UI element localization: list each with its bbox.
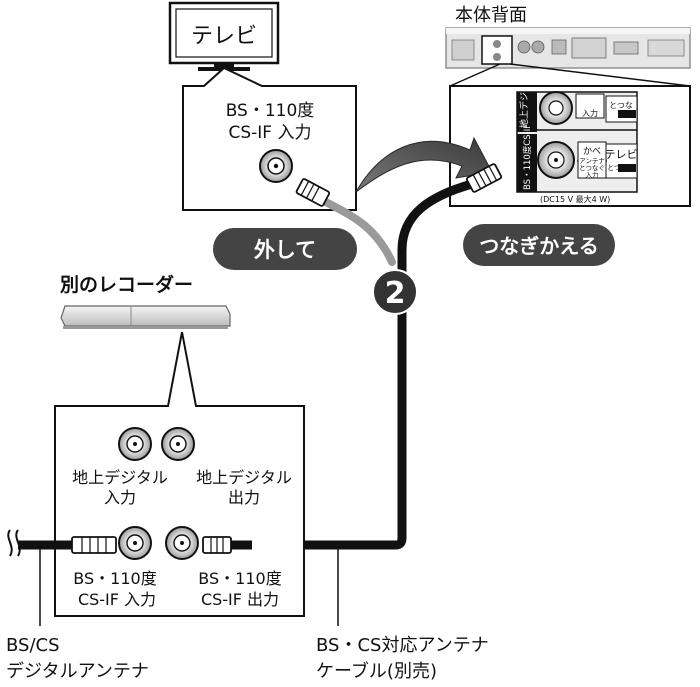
- disconnect-badge: [213, 228, 357, 270]
- main-unit-label: 本体背面: [455, 5, 527, 26]
- antenna-label-line2: デジタルアンテナ: [6, 661, 149, 682]
- tv-bs-input-jack[interactable]: [259, 149, 293, 183]
- tv-input-label-line1: BS・110度: [226, 101, 315, 121]
- main-terrestrial-jack-tag-text: 入力: [582, 108, 598, 118]
- main-terrestrial-jack-tag: [575, 93, 605, 119]
- recorder-label: 別のレコーダー: [60, 273, 193, 296]
- recorder-device: [60, 305, 231, 329]
- step-number-badge: [372, 269, 418, 315]
- main-terrestrial-jack[interactable]: [539, 91, 573, 125]
- bs-out-label-line2: CS-IF 出力: [201, 590, 279, 609]
- bs-out-label-line1: BS・110度: [198, 569, 281, 588]
- main-bs-tag-line1: かべ: [583, 146, 601, 157]
- disconnect-badge-text: 外して: [254, 238, 316, 262]
- main-power-note: (DC15 V 最大4 W): [540, 194, 610, 204]
- recorder-bs-in-jack[interactable]: [118, 526, 152, 560]
- antenna-cable-main: [245, 179, 477, 550]
- main-bs-tag-line4: 入力: [586, 170, 599, 179]
- tv-cable-plug[interactable]: [295, 178, 331, 207]
- recorder-terrestrial-in-jack[interactable]: [118, 427, 152, 461]
- terrestrial-in-label-line2: 入力: [104, 488, 136, 507]
- main-unit-jack-panel: [449, 85, 691, 207]
- reconnect-badge-text: つなぎかえる: [479, 234, 598, 258]
- main-unit-device: [445, 27, 691, 87]
- tv-input-label-line2: CS-IF 入力: [229, 123, 312, 143]
- tv-label: テレビ: [191, 24, 257, 49]
- disconnected-tv-cable: [318, 196, 396, 266]
- main-output-label: テレビ: [605, 148, 638, 161]
- terrestrial-in-label-line1: 地上デジタル: [72, 468, 168, 487]
- recorder-input-cable-plug[interactable]: [71, 536, 117, 554]
- terrestrial-out-label-line1: 地上デジタル: [196, 468, 292, 487]
- cable-label-line2: ケーブル(別売): [316, 660, 437, 682]
- main-output-label2: とつなぐ: [607, 164, 635, 172]
- main-bs-input-tag: [577, 141, 607, 179]
- reconnect-badge: [463, 224, 615, 266]
- tv-icon: [168, 1, 280, 71]
- antenna-label-line1: BS/CS: [6, 635, 60, 656]
- main-bs-tag-line2: (アンテナ): [577, 157, 608, 165]
- main-bs-input-jack[interactable]: [537, 141, 575, 179]
- step-number-text: 2: [385, 276, 406, 311]
- reconnect-arrow: [355, 136, 493, 193]
- tv-input-panel: [182, 66, 357, 211]
- main-panel-side-label-bs: BS・110度CS-IF: [522, 124, 533, 190]
- main-unit-cable-plug[interactable]: [465, 163, 503, 193]
- main-bs-tag-line3: とつなぐ: [579, 164, 605, 172]
- cable-label-line1: BS・CS対応アンテナ: [316, 635, 489, 656]
- recorder-terrestrial-out-jack[interactable]: [161, 427, 195, 461]
- cable-break-mark: [7, 529, 21, 557]
- bs-in-label-line2: CS-IF 入力: [78, 590, 156, 609]
- bs-in-label-line1: BS・110度: [73, 569, 156, 588]
- recorder-output-cable-plug[interactable]: [202, 536, 232, 554]
- main-panel-side-label-terrestrial: 地上デジ: [518, 92, 530, 128]
- recorder-bs-out-jack[interactable]: [165, 526, 199, 560]
- terrestrial-out-label-line2: 出力: [228, 488, 260, 507]
- main-top-output-label: とつな: [609, 101, 633, 110]
